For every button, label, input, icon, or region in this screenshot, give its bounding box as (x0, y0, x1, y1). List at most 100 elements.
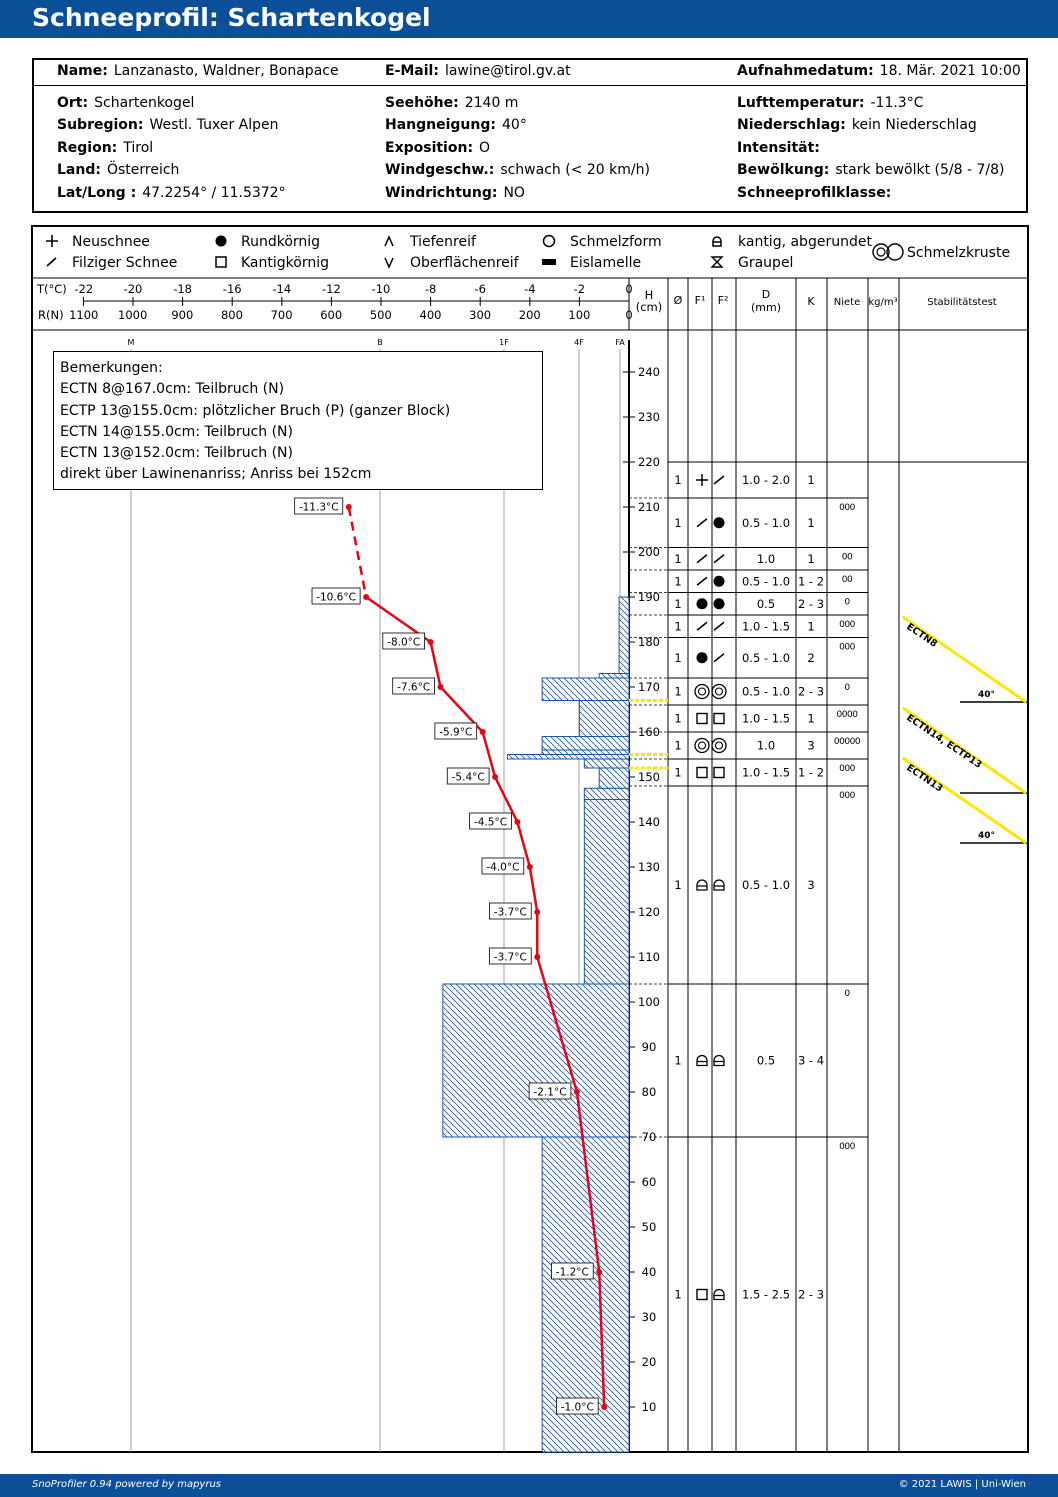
layer-diam: 1 (674, 651, 681, 665)
tiefenreif-icon (384, 235, 394, 247)
h-tick-label: 60 (642, 1175, 657, 1189)
h-tick-label: 190 (638, 590, 660, 604)
layer-k: 1 - 2 (798, 574, 824, 588)
layer-niete: 00 (842, 575, 853, 585)
hardness-bar (541, 749, 630, 755)
temperature-label-box (489, 947, 532, 965)
schmelzkruste-icon (872, 243, 890, 261)
layer-k: 1 (807, 552, 814, 566)
layer-k: 1 (807, 516, 814, 530)
kantigkoernig-icon (713, 712, 725, 725)
temperature-point (534, 954, 541, 960)
temperature-label: -8.0°C (387, 637, 420, 649)
niederschlag-field: Niederschlag:kein Niederschlag (737, 117, 977, 133)
remark-line: ECTN 8@167.0cm: Teilbruch (N) (60, 381, 285, 398)
temperature-point (345, 504, 352, 510)
remarks-box: Bemerkungen: ECTN 8@167.0cm: Teilbruch (… (53, 351, 543, 490)
layer-d: 0.5 - 1.0 (742, 574, 790, 588)
t-tick-label: -10 (372, 282, 391, 296)
r-tick-label: 800 (221, 308, 243, 322)
layer-k: 3 (807, 878, 814, 892)
land-field: Land:Österreich (57, 162, 180, 178)
filziger-icon (713, 621, 725, 631)
ort-field: Ort:Schartenkogel (57, 95, 195, 111)
temperature-point (427, 639, 434, 645)
legend-filziger: Filziger Schnee (72, 255, 177, 271)
layer-d: 0.5 - 1.0 (742, 878, 790, 892)
h-tick-label: 200 (638, 545, 660, 559)
col-k: K (807, 295, 815, 308)
info-box (32, 58, 1028, 213)
r-tick-label: 1100 (69, 308, 98, 322)
t-tick-label: -2 (574, 282, 585, 296)
hand-hardness-label: 4F (574, 338, 584, 347)
h-tick-label: 240 (638, 365, 660, 379)
legend-rundkoernig: Rundkörnig (241, 234, 320, 250)
remark-line: ECTN 13@152.0cm: Teilbruch (N) (60, 445, 293, 462)
kantigkoernig-icon (215, 256, 227, 268)
temperature-label: -5.9°C (439, 727, 472, 739)
stability-angle: 40° (978, 831, 995, 841)
stability-test-label: ECTN14, ECTP13 (904, 712, 983, 770)
temperature-label-box (446, 767, 490, 785)
temperature-point (534, 909, 541, 915)
temperature-label: -2.1°C (533, 1087, 566, 1099)
layer-k: 2 - 3 (798, 1288, 824, 1302)
hand-hardness-label: B (377, 338, 383, 347)
layer-diam: 1 (674, 516, 681, 530)
filziger-icon (696, 621, 708, 631)
legend-neuschnee: Neuschnee (72, 234, 150, 250)
layer-niete: 000 (839, 503, 855, 513)
temperature-label-box (382, 632, 425, 650)
kantig-abgerundet-icon (713, 1288, 725, 1301)
layer-k: 2 (807, 651, 814, 665)
temperature-label: -11.3°C (299, 502, 339, 514)
temperature-label-box (528, 1082, 572, 1100)
layer-niete: 0 (844, 683, 850, 693)
filziger-icon (696, 576, 708, 586)
schmelzkruste-icon (697, 687, 707, 696)
layer-niete: 0 (844, 989, 850, 999)
hardness-bar (598, 673, 630, 679)
hardness-bar (541, 736, 630, 751)
neuschnee-icon (696, 474, 708, 486)
kantig-abgerundet-icon (696, 879, 708, 891)
layer-d: 1.0 - 1.5 (742, 619, 790, 633)
stability-wedge-highlight (902, 615, 1027, 704)
r-tick-label: 700 (271, 308, 293, 322)
t-tick-label: -22 (74, 282, 93, 296)
h-tick-label: 80 (642, 1085, 657, 1099)
hand-hardness-label: 1F (499, 338, 509, 347)
kantigkoernig-icon (696, 766, 708, 779)
remarks-title: Bemerkungen: (60, 360, 163, 376)
h-tick-label: 30 (642, 1310, 657, 1324)
hardness-bar (583, 799, 630, 985)
rundkoernig-icon (696, 652, 708, 664)
seehoehe-field: Seehöhe:2140 m (385, 95, 519, 111)
layer-diam: 1 (674, 766, 681, 780)
r-tick-label: 100 (568, 308, 590, 322)
layer-diam: 1 (674, 574, 681, 588)
kantig-abgerundet-icon (713, 879, 725, 891)
kantig-abgerundet-icon (712, 236, 722, 247)
windgeschw-field: Windgeschw.:schwach (< 20 km/h) (385, 162, 650, 178)
t-tick-label: -20 (124, 282, 143, 296)
kantig-abgerundet-icon (696, 1054, 708, 1067)
hardness-bar (583, 758, 630, 769)
r-tick-label: 1000 (118, 308, 147, 322)
layer-niete: 00000 (834, 737, 861, 747)
col-niete: Niete (834, 297, 860, 308)
footer-right: © 2021 LAWIS | Uni-Wien (898, 1479, 1026, 1490)
layer-diam: 1 (674, 1288, 681, 1302)
stability-wedge-highlight (902, 706, 1027, 795)
schmelzkruste-icon (714, 741, 724, 750)
temperature-label-box (481, 857, 525, 875)
name-field: Name:Lanzanasto, Waldner, Bonapace (57, 63, 339, 79)
temperature-label-box (434, 722, 478, 740)
h-tick-label: 180 (638, 635, 660, 649)
stability-wedge-highlight (902, 756, 1027, 845)
t-tick-label: -4 (524, 282, 535, 296)
layer-k: 2 - 3 (798, 597, 824, 611)
h-tick-label: 20 (642, 1355, 657, 1369)
